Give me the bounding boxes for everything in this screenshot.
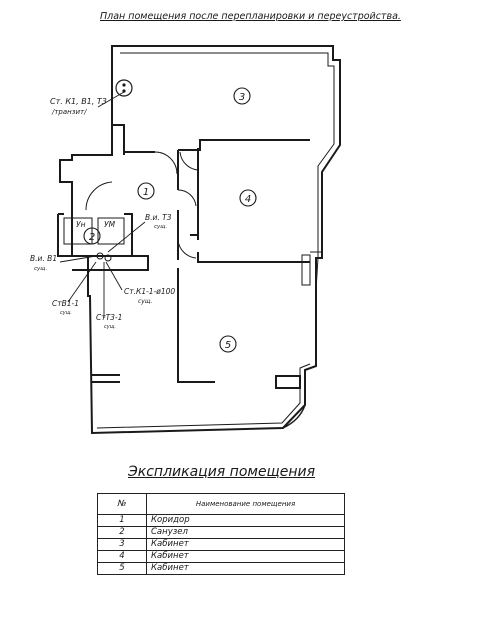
riser-top-label: Ст. К1, В1, Т3 xyxy=(50,97,107,106)
explication-title: Экспликация помещения xyxy=(128,464,316,480)
riser-top-note: /транзит/ xyxy=(51,108,87,116)
label-vu-v1-sub: сущ. xyxy=(34,266,47,272)
door-entry-swing xyxy=(85,181,113,211)
room-5-number: 5 xyxy=(225,340,231,351)
floor-plan: 3 1 4 2 5 Ст. К1, В1, Т3 /транзит/ В.и. … xyxy=(30,45,341,435)
wall-bottom-left xyxy=(92,374,120,383)
room-3-number: 3 xyxy=(239,92,245,103)
table-row: 2 Санузел xyxy=(97,526,345,539)
wall-room5-left xyxy=(177,268,215,383)
fixture-left xyxy=(63,217,93,245)
door-corridor-swing xyxy=(177,189,197,207)
room-2-number: 2 xyxy=(89,232,95,243)
row-name: Кабинет xyxy=(146,538,345,551)
door-room4-swing xyxy=(179,151,199,171)
balcony-curve xyxy=(282,404,306,429)
row-num: 3 xyxy=(97,538,147,551)
bathroom-block xyxy=(57,213,149,271)
row-name: Кабинет xyxy=(146,550,345,563)
col-num-header: № xyxy=(97,493,147,515)
label-st-k1: Ст.К1-1-ø100 xyxy=(124,287,175,296)
riser-top-circle xyxy=(115,79,133,97)
label-vu-t3-sub: сущ. xyxy=(154,224,167,230)
label-st-t3: СтТ3-1 xyxy=(96,313,122,322)
outer-wall-inner-bottom xyxy=(96,363,311,429)
row-num: 4 xyxy=(97,550,147,563)
table-header-row: № Наименование помещения xyxy=(97,493,345,515)
plan-title: План помещения после перепланировки и пе… xyxy=(100,11,401,22)
label-unit-right: УМ xyxy=(104,220,116,229)
label-st-t3-sub: сущ. xyxy=(104,324,116,330)
table-row: 5 Кабинет xyxy=(97,562,345,575)
row-name: Санузел xyxy=(146,526,345,539)
label-st-v1-sub: сущ. xyxy=(60,310,72,316)
row-num: 2 xyxy=(97,526,147,539)
door-room5-swing xyxy=(177,239,197,259)
label-st-k1-sub: сущ. xyxy=(138,298,153,305)
row-num: 5 xyxy=(97,562,147,575)
room-4-number: 4 xyxy=(245,194,251,205)
wall-room3-bottom xyxy=(111,124,310,155)
wall-room4 xyxy=(190,148,310,263)
label-vu-v1: В.и. В1 xyxy=(30,254,57,263)
outer-wall-inner xyxy=(120,52,335,258)
explication-table: № Наименование помещения 1 Коридор 2 Сан… xyxy=(97,493,345,575)
room-1-number: 1 xyxy=(143,187,149,198)
table-row: 4 Кабинет xyxy=(97,550,345,563)
window-right xyxy=(301,251,322,291)
row-name: Кабинет xyxy=(146,562,345,575)
outer-wall xyxy=(59,45,341,435)
row-num: 1 xyxy=(97,514,147,527)
table-row: 3 Кабинет xyxy=(97,538,345,551)
label-unit-left: Ун xyxy=(76,220,86,229)
table-row: 1 Коридор xyxy=(97,514,345,527)
label-vu-t3: В.и. Т3 xyxy=(145,213,172,222)
door-room3-swing xyxy=(154,151,178,175)
row-name: Коридор xyxy=(146,514,345,527)
col-name-header: Наименование помещения xyxy=(146,493,345,515)
wall-pier-right xyxy=(275,375,301,389)
label-st-v1: СтВ1-1 xyxy=(52,299,79,308)
